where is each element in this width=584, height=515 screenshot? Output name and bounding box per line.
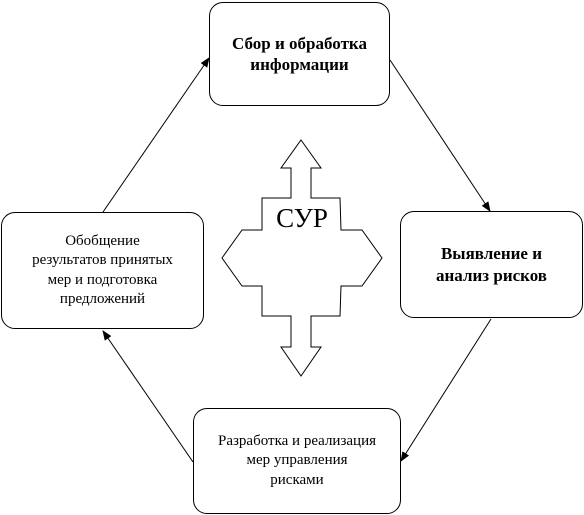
node-summary-label: Обобщение результатов принятых мер и под…	[32, 232, 173, 308]
node-collect-label: Сбор и обработка информации	[232, 33, 367, 74]
arrow-summary-to-collect	[102, 57, 210, 213]
node-identify-label: Выявление и анализ рисков	[436, 244, 547, 285]
node-develop-label: Разработка и реализация мер управления р…	[218, 432, 376, 488]
four-way-arrow-icon	[221, 139, 383, 377]
node-summary-proposals: Обобщение результатов принятых мер и под…	[1, 212, 204, 329]
center-label-sur: СУР	[276, 203, 328, 233]
node-identify-analyze-risks: Выявление и анализ рисков	[400, 211, 583, 318]
arrow-identify-to-develop	[400, 318, 492, 462]
node-develop-implement-measures: Разработка и реализация мер управления р…	[193, 408, 401, 514]
node-collect-process-info: Сбор и обработка информации	[209, 2, 390, 106]
arrow-develop-to-summary	[102, 330, 194, 463]
arrow-collect-to-identify	[389, 59, 491, 212]
